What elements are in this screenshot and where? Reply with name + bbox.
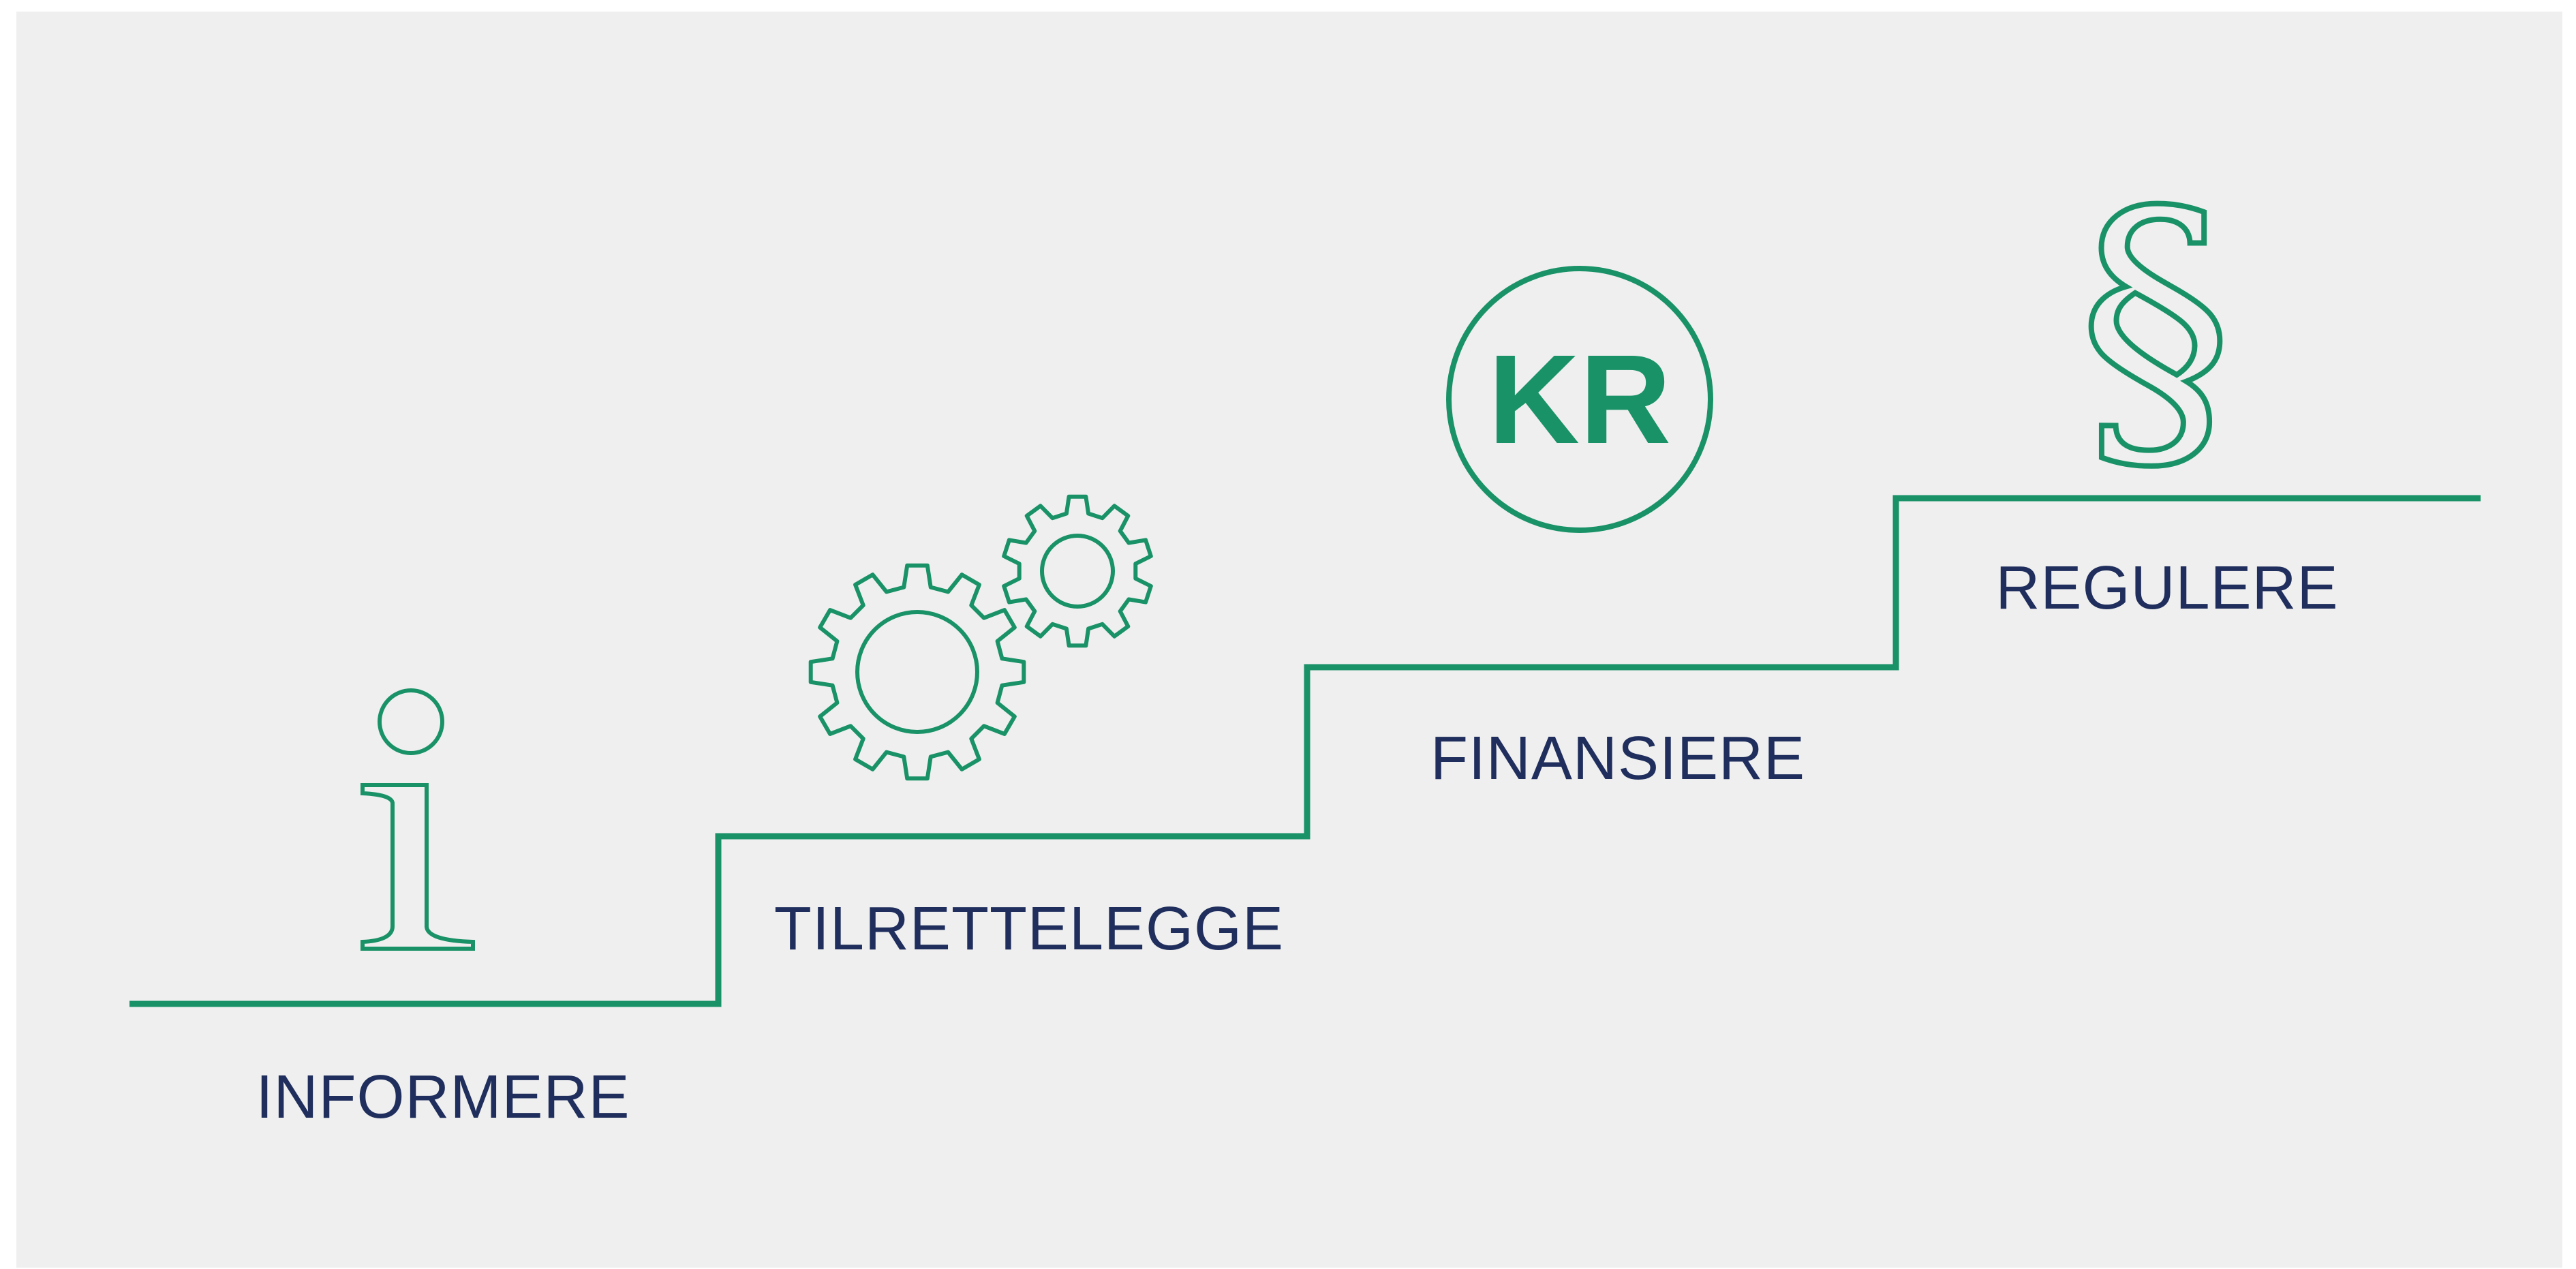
step-label-tilrettelegge: TILRETTELEGGE	[774, 895, 1284, 963]
staircase-line	[129, 495, 2481, 1007]
step-label-finansiere: FINANSIERE	[1430, 724, 1805, 793]
kr-coin-text: KR	[1488, 329, 1672, 470]
info-icon	[361, 688, 475, 951]
step-label-informere: INFORMERE	[256, 1063, 630, 1131]
kr-coin-icon: KR	[1446, 266, 1713, 533]
paragraph-icon: §	[2077, 146, 2234, 510]
diagram-background	[16, 12, 2562, 1268]
gears-icon	[808, 494, 1153, 781]
step-label-regulere: REGULERE	[1995, 554, 2338, 622]
